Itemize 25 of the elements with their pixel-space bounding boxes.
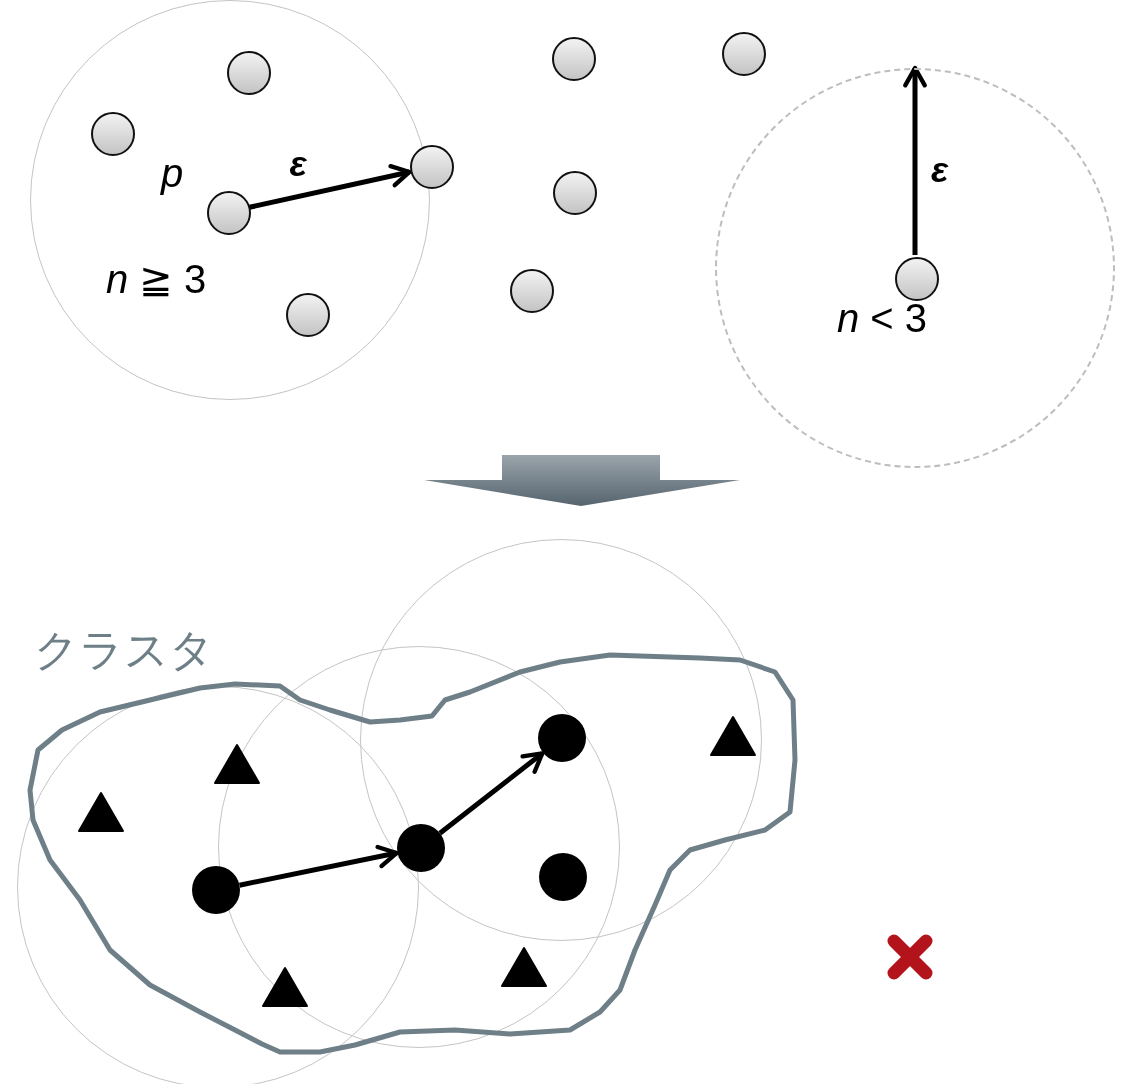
point-marker <box>722 32 766 76</box>
point-marker <box>91 112 135 156</box>
cross-marker <box>886 933 934 981</box>
dot-marker <box>539 853 587 901</box>
arrow <box>903 65 927 255</box>
edge-label: ε <box>289 145 307 182</box>
dot-marker <box>192 866 240 914</box>
point-marker <box>286 293 330 337</box>
condition-label: n ≧ 3 <box>106 259 207 299</box>
point-marker <box>227 51 271 95</box>
point-marker <box>895 257 939 301</box>
point-label: p <box>161 153 184 193</box>
arrow <box>438 751 545 836</box>
edge-label: ε <box>931 151 949 188</box>
range-circle <box>715 68 1115 468</box>
point-marker <box>410 145 454 189</box>
point-marker <box>553 171 597 215</box>
point-marker <box>552 37 596 81</box>
arrow <box>239 844 399 888</box>
arrow <box>248 164 412 210</box>
cluster-label: クラスタ <box>34 628 214 672</box>
dot-marker <box>397 824 445 872</box>
condition-label: n < 3 <box>837 298 928 338</box>
point-marker <box>510 269 554 313</box>
dot-marker <box>538 714 586 762</box>
